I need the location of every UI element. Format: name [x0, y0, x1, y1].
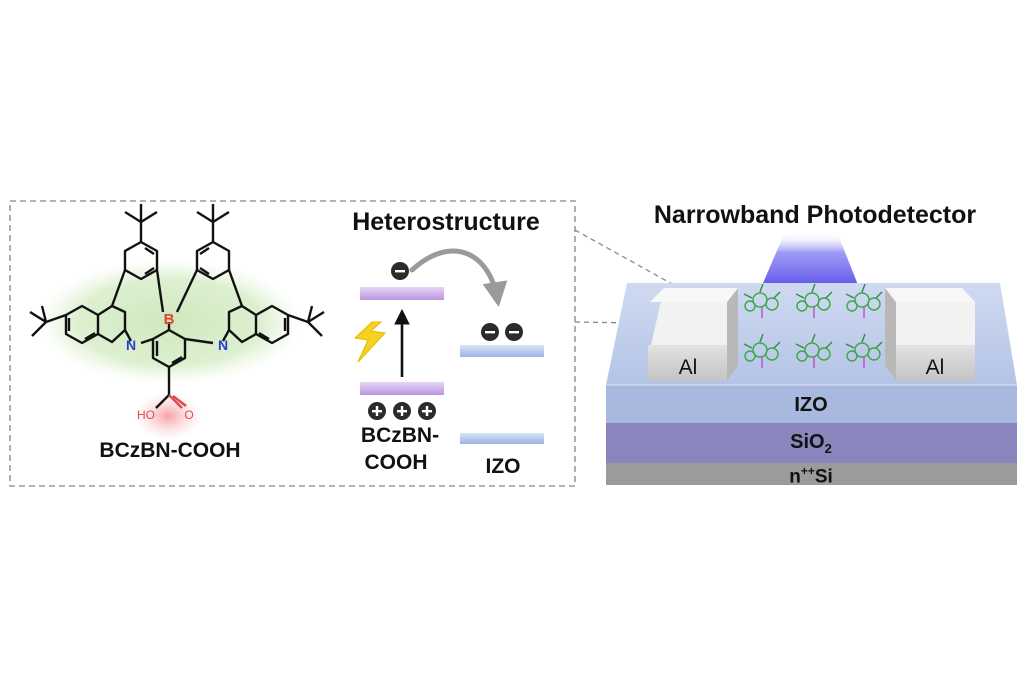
- heterostructure-title: Heterostructure: [352, 208, 540, 236]
- al-electrode-label-left: Al: [678, 356, 698, 379]
- si-layer-label: n++Si: [789, 464, 833, 488]
- electron-icon-acceptor-1: [481, 323, 499, 341]
- molecule-clusters: [743, 283, 883, 368]
- si-layer: [606, 463, 1017, 485]
- acid-hydroxyl-label: HO: [137, 408, 155, 422]
- light-beam: [760, 232, 860, 290]
- photodetector-device: [574, 229, 1017, 485]
- nitrogen-atom-label-right: N: [218, 337, 228, 353]
- si-suffix-text: Si: [814, 466, 833, 488]
- electron-icon-acceptor-2: [505, 323, 523, 341]
- sio2-subscript: 2: [824, 441, 832, 456]
- acceptor-level-bottom: [460, 433, 544, 444]
- acceptor-label: IZO: [485, 455, 521, 478]
- izo-layer-label: IZO: [794, 394, 828, 416]
- donor-homo-level: [360, 382, 444, 395]
- lightning-icon: [353, 321, 387, 363]
- si-superscript: ++: [800, 464, 815, 478]
- electron-transfer-arrow: [409, 248, 508, 307]
- izo-layer: [606, 385, 1017, 423]
- sio2-layer-label: SiO2: [790, 431, 832, 456]
- al-electrode-label-right: Al: [925, 356, 945, 379]
- energy-diagram: [353, 248, 544, 444]
- nitrogen-atom-label-left: N: [126, 337, 136, 353]
- acid-oxygen-label: O: [184, 408, 193, 422]
- boron-atom-label: B: [164, 311, 175, 328]
- donor-lumo-level: [360, 287, 444, 300]
- dashed-frame: [9, 200, 576, 487]
- electron-icon-donor: [391, 262, 409, 280]
- hole-icon-3: [418, 402, 436, 420]
- donor-label-line1: BCzBN-: [360, 424, 440, 447]
- sio2-layer: [606, 423, 1017, 463]
- molecule-name-label: BCzBN-COOH: [99, 439, 241, 462]
- hole-icon-2: [393, 402, 411, 420]
- hole-icon-1: [368, 402, 386, 420]
- device-title: Narrowband Photodetector: [653, 201, 977, 229]
- acceptor-cb-level: [460, 345, 544, 357]
- sio2-base-text: SiO: [790, 431, 825, 453]
- si-base-text: n: [789, 466, 801, 488]
- donor-label-line2: COOH: [364, 451, 428, 474]
- molecule-structure: B N N HO O: [29, 204, 325, 440]
